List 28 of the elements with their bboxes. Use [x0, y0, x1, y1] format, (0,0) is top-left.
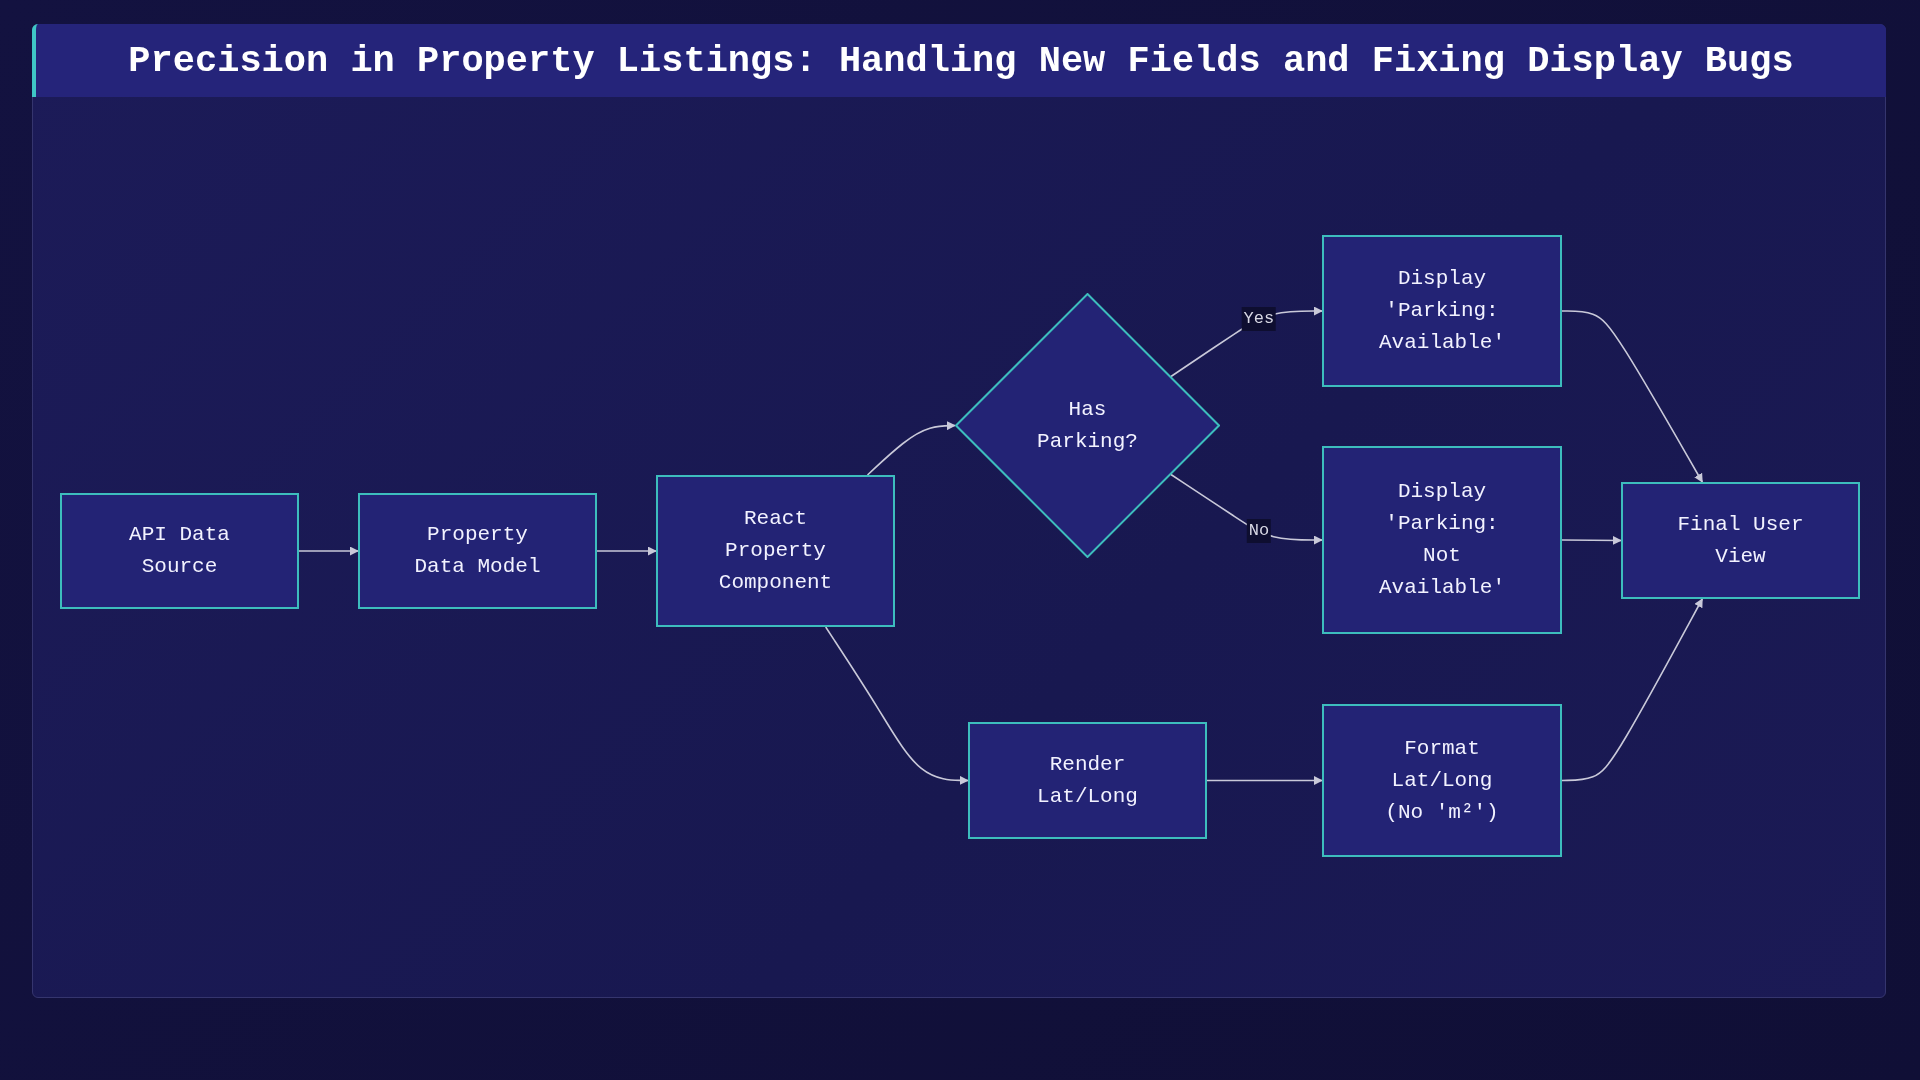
process-box: [60, 493, 299, 609]
process-box: [1322, 704, 1562, 857]
step-label: Final User View: [1676, 511, 1805, 570]
arrow: [596, 546, 657, 556]
step-label: Display 'Parking: Available': [1377, 266, 1506, 356]
step-label: Display 'Parking: Not Available': [1377, 479, 1506, 601]
diagram-title: Precision in Property Listings: Handling New Fields and Fixing Display Bugs: [128, 39, 1794, 82]
step-label: Format Lat/Long (No 'm²'): [1384, 735, 1500, 826]
arrow: [1561, 535, 1622, 545]
arrow: [298, 546, 359, 556]
process-box: [1621, 482, 1860, 599]
arrow: [824, 626, 969, 785]
step-label: Render Lat/Long: [1036, 751, 1139, 810]
decision-label: Has Parking?: [1036, 396, 1139, 455]
process-box: [968, 722, 1207, 839]
process-box: [656, 475, 895, 627]
process-box: [358, 493, 597, 609]
step-label: Property Data Model: [413, 522, 542, 580]
step-label: React Property Component: [717, 506, 834, 596]
arrow: [866, 421, 956, 476]
arrow: [1561, 598, 1704, 782]
arrow: [1561, 310, 1704, 483]
edge-label: No: [1246, 519, 1272, 544]
step-label: API Data Source: [128, 522, 231, 580]
arrow: [1206, 776, 1323, 785]
process-box: [1322, 446, 1562, 634]
edge-label: Yes: [1241, 307, 1277, 332]
process-box: [1322, 235, 1562, 387]
